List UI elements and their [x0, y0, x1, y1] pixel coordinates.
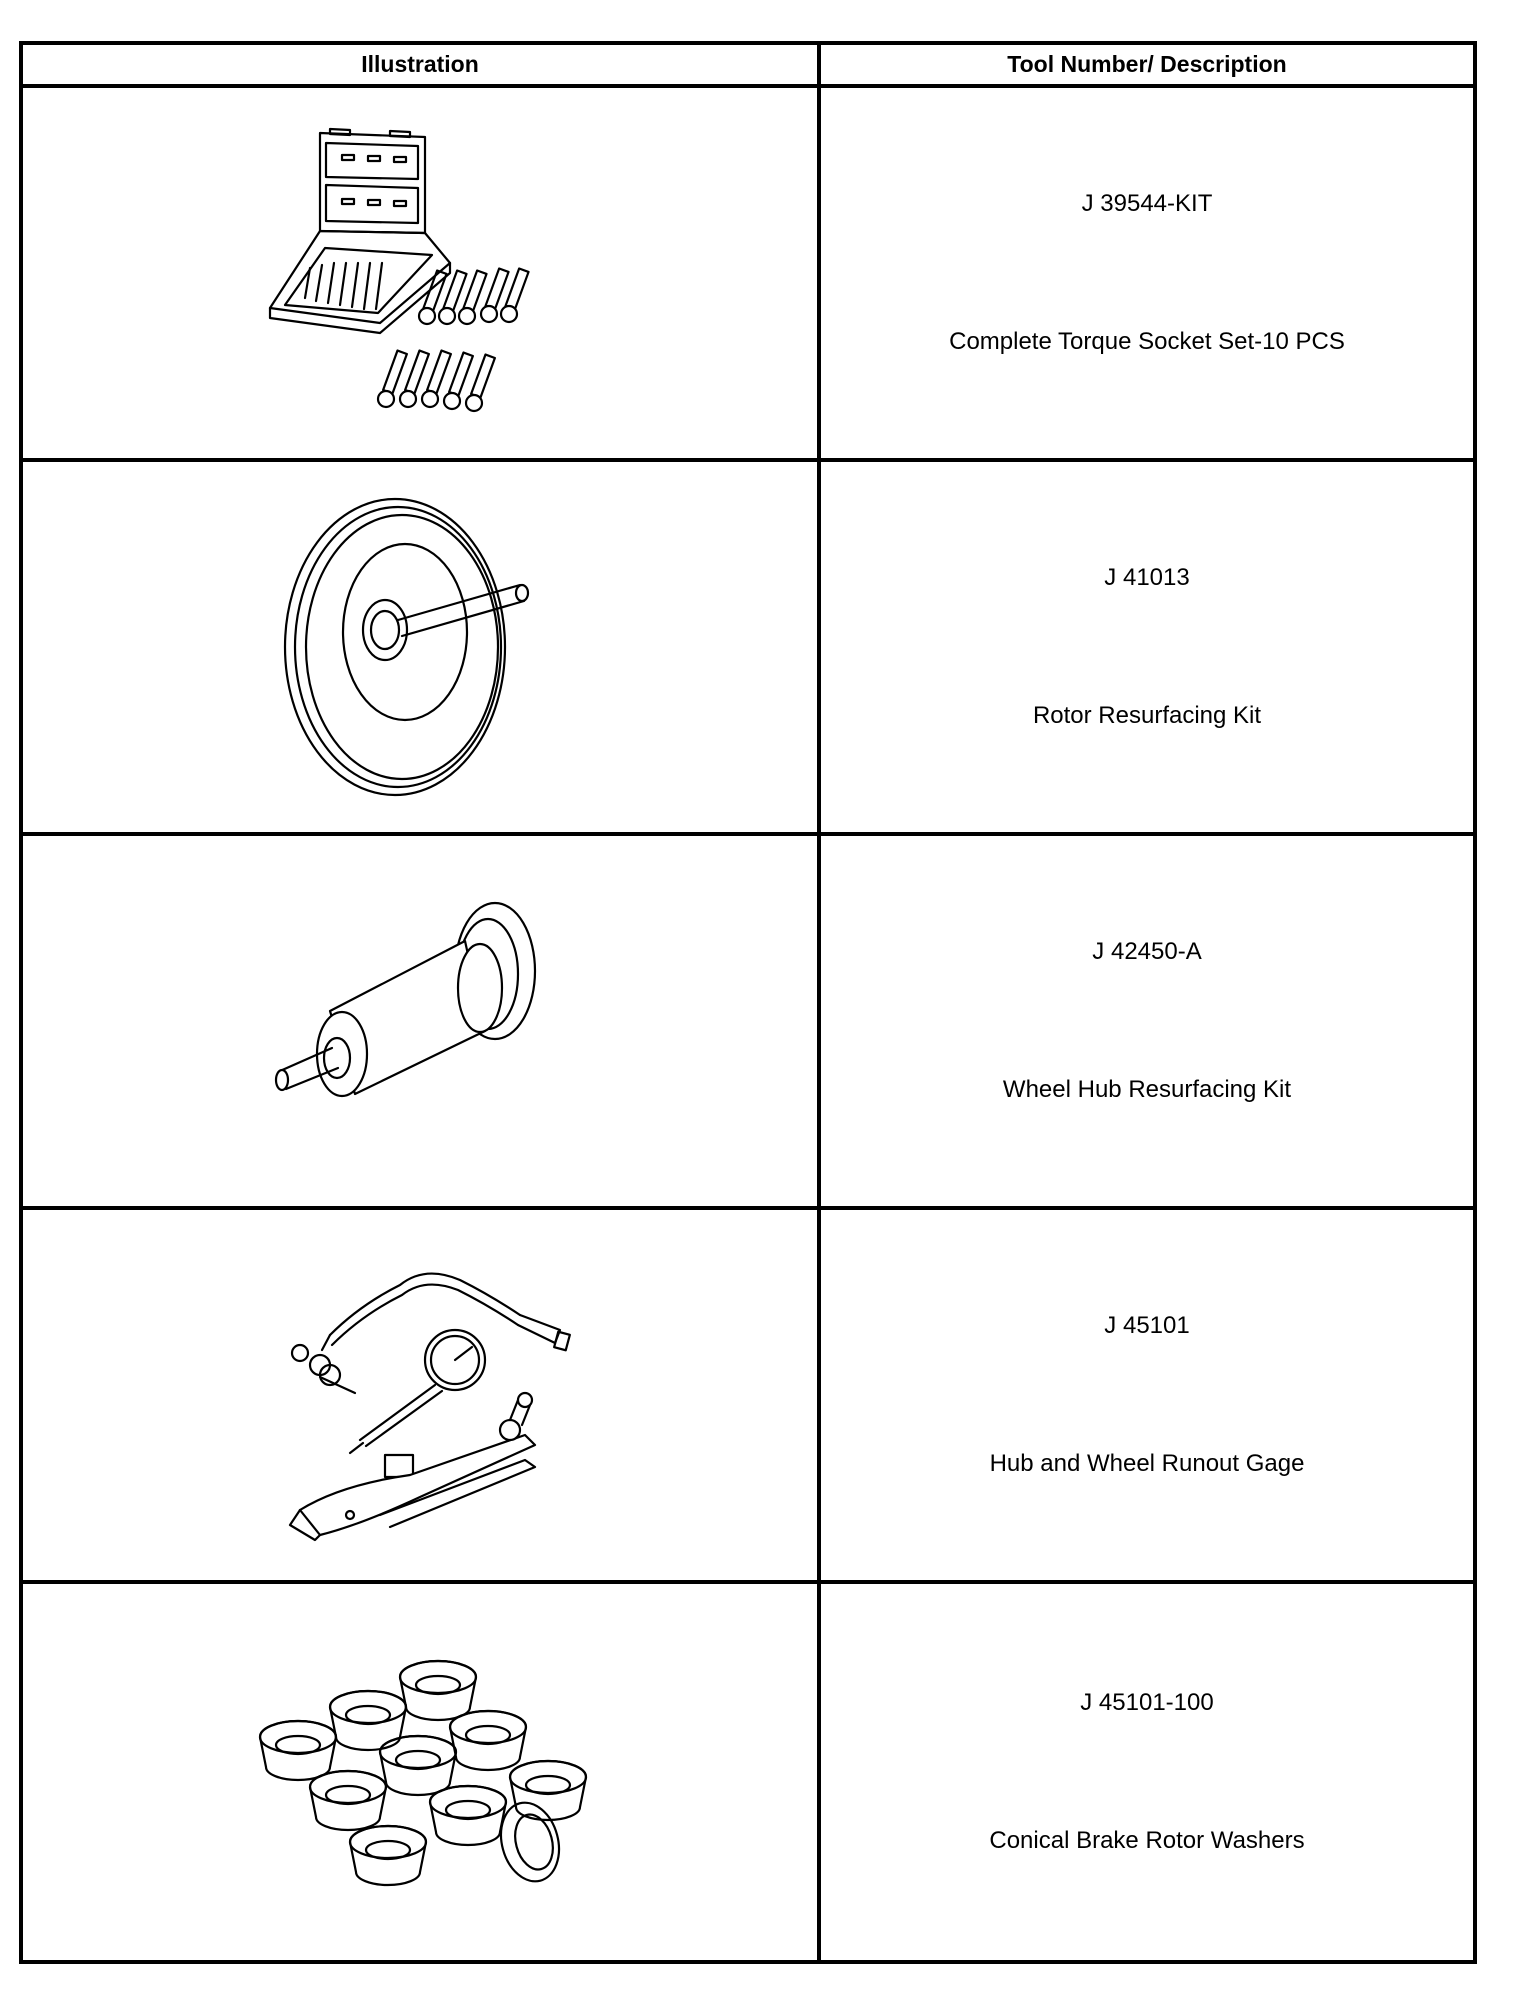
- tool-number: J 45101-100: [1080, 1689, 1214, 1716]
- table-row: J 39544-KIT Complete Torque Socket Set-1…: [23, 88, 1473, 462]
- illustration-cell: [23, 88, 821, 458]
- tool-number: J 41013: [1104, 564, 1190, 591]
- table-row: J 45101 Hub and Wheel Runout Gage: [23, 1210, 1473, 1584]
- tool-cell: J 41013 Rotor Resurfacing Kit: [821, 462, 1473, 832]
- rotor-resurfacing-kit-icon: [283, 497, 530, 797]
- wheel-hub-resurfacing-kit-icon: [274, 901, 537, 1098]
- tool-description: Conical Brake Rotor Washers: [989, 1827, 1305, 1854]
- table-header-row: Illustration Tool Number/ Description: [23, 45, 1473, 88]
- tool-cell: J 42450-A Wheel Hub Resurfacing Kit: [821, 836, 1473, 1206]
- tool-cell: J 39544-KIT Complete Torque Socket Set-1…: [821, 88, 1473, 458]
- tool-cell: J 45101 Hub and Wheel Runout Gage: [821, 1210, 1473, 1580]
- header-tool-description: Tool Number/ Description: [1007, 51, 1287, 77]
- table-row: J 42450-A Wheel Hub Resurfacing Kit: [23, 836, 1473, 1210]
- tool-number: J 45101: [1104, 1312, 1190, 1339]
- conical-washers-icon: [258, 1659, 588, 1887]
- runout-gage-icon: [288, 1272, 571, 1542]
- illustration-cell: [23, 462, 821, 832]
- special-tools-table: Illustration Tool Number/ Description: [19, 41, 1477, 1964]
- illustration-cell: [23, 1210, 821, 1580]
- table-row: J 41013 Rotor Resurfacing Kit: [23, 462, 1473, 836]
- tool-description: Rotor Resurfacing Kit: [1032, 702, 1262, 729]
- illustration-cell: [23, 836, 821, 1206]
- illustration-cell: [23, 1584, 821, 1960]
- header-illustration: Illustration: [23, 45, 821, 84]
- tool-number: J 42450-A: [1092, 938, 1202, 965]
- table-row: J 45101-100 Conical Brake Rotor Washers: [23, 1584, 1473, 1960]
- tool-description: Hub and Wheel Runout Gage: [989, 1450, 1305, 1477]
- torque-socket-set-icon: [268, 127, 530, 413]
- tool-description: Complete Torque Socket Set-10 PCS: [949, 328, 1345, 355]
- tool-number: J 39544-KIT: [1081, 190, 1213, 217]
- tool-cell: J 45101-100 Conical Brake Rotor Washers: [821, 1584, 1473, 1960]
- tool-description: Wheel Hub Resurfacing Kit: [1002, 1076, 1292, 1103]
